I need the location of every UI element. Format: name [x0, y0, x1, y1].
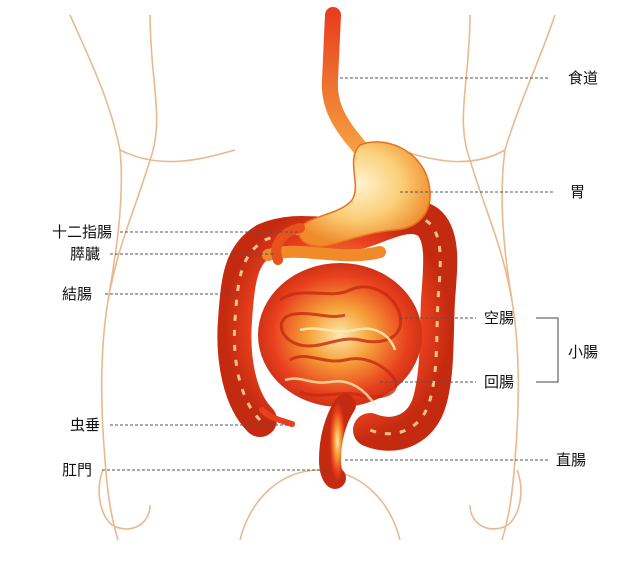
rectum [330, 405, 345, 478]
label-jejunum: 空腸 [484, 309, 514, 327]
label-esophagus: 食道 [568, 69, 598, 87]
label-stomach: 胃 [570, 183, 585, 201]
label-duodenum: 十二指腸 [52, 223, 112, 241]
label-colon: 結腸 [62, 285, 92, 303]
label-appendix: 虫垂 [70, 416, 100, 434]
label-anus: 肛門 [62, 461, 92, 479]
esophagus [330, 15, 362, 150]
label-pancreas: 膵臓 [70, 245, 100, 263]
small-intestine [258, 263, 422, 407]
label-rectum: 直腸 [556, 451, 586, 469]
label-small-intestine: 小腸 [568, 343, 598, 361]
pancreas [268, 252, 380, 256]
label-ileum: 回腸 [484, 373, 514, 391]
